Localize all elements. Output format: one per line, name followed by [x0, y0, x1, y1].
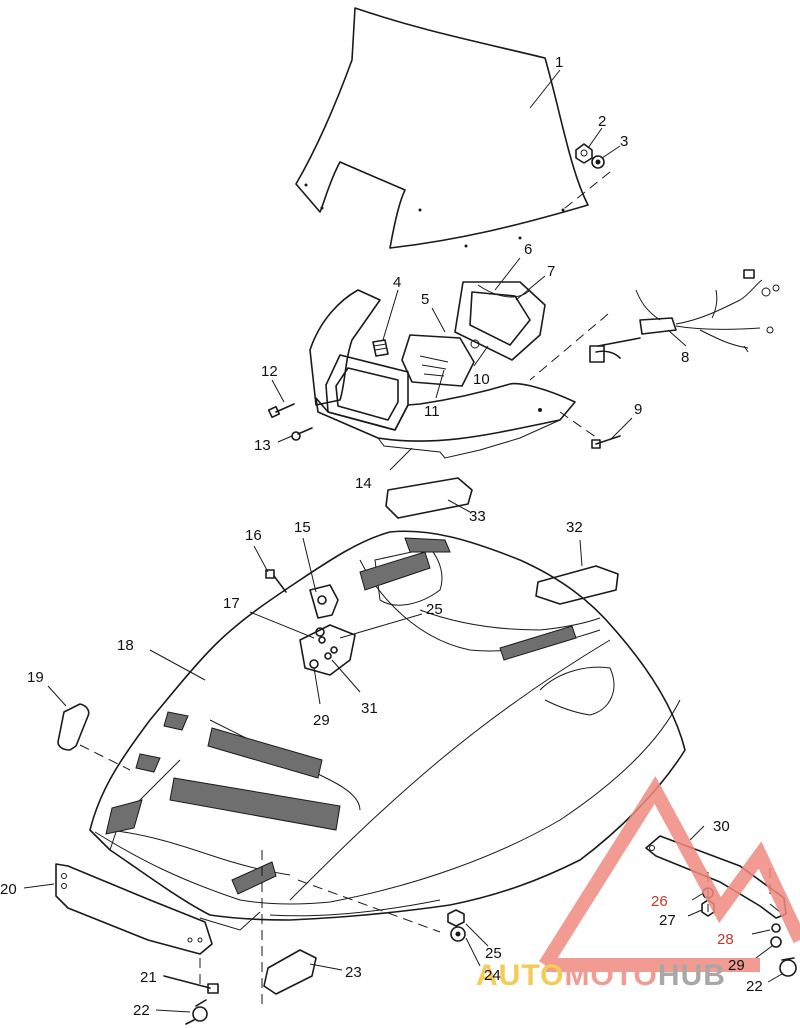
callout-28: 28: [717, 931, 734, 948]
mount-bracket: [299, 584, 356, 676]
wiring-harness: [589, 269, 780, 363]
callout-25-lower: 25: [485, 945, 502, 962]
callout-13: 13: [254, 437, 271, 454]
callout-2: 2: [598, 113, 606, 130]
headlight-spring: [372, 339, 389, 357]
callout-24: 24: [484, 967, 501, 984]
callout-31: 31: [361, 700, 378, 717]
clip-22-right: [779, 957, 797, 977]
clip-22-left: [185, 999, 208, 1025]
callout-3: 3: [620, 133, 628, 150]
callout-22-right: 22: [746, 978, 763, 995]
hood: [89, 530, 686, 931]
callout-19: 19: [27, 669, 44, 686]
hood-vent-left-lower: [105, 799, 143, 835]
washer-24: [450, 926, 466, 942]
callout-23: 23: [345, 964, 362, 981]
callout-6: 6: [524, 241, 532, 258]
callout-11: 11: [424, 403, 440, 420]
bolt-21: [163, 975, 219, 994]
headlight-bezel: [325, 354, 409, 431]
headlight-housing: [454, 281, 546, 361]
screw-9: [591, 435, 621, 449]
callout-5: 5: [421, 291, 429, 308]
callout-27: 27: [659, 912, 676, 929]
callout-30: 30: [713, 818, 730, 835]
callout-25-upper: 25: [426, 601, 443, 618]
screw-16: [265, 569, 287, 593]
callout-8: 8: [681, 349, 689, 366]
nut-29: [770, 936, 782, 948]
hood-vent-right: [499, 625, 577, 661]
watermark: AUTOMOTOHUB: [476, 776, 800, 992]
screw-12: [267, 403, 295, 419]
nut-25: [447, 909, 465, 927]
hood-vent-center-lower: [169, 777, 341, 831]
watermark-text-auto: AUTO: [476, 959, 564, 992]
callout-15: 15: [294, 519, 311, 536]
reflector-32: [535, 565, 619, 605]
callout-29-lower: 29: [728, 957, 745, 974]
hood-vent-front: [231, 861, 277, 895]
callout-33: 33: [469, 508, 486, 525]
watermark-text-hub: HUB: [658, 959, 726, 992]
callout-18: 18: [117, 637, 134, 654]
callout-29-upper: 29: [313, 712, 330, 729]
washer-28: [771, 923, 781, 933]
triangle-logo-icon: [539, 776, 800, 972]
hood-vent-upper-right: [359, 551, 431, 591]
headlight-lamp: [401, 334, 480, 387]
dash-panel: [309, 289, 576, 459]
callout-22-left: 22: [133, 1002, 150, 1019]
windshield: [295, 7, 589, 249]
hood-vent-left-upper: [163, 711, 189, 731]
callout-10: 10: [473, 371, 490, 388]
screw-13: [291, 427, 313, 441]
callout-4: 4: [393, 274, 401, 291]
reflector-33: [385, 477, 473, 519]
callout-7: 7: [547, 263, 555, 280]
reflector-23: [263, 949, 317, 995]
svg-text:AUTOMOTOHUB: AUTOMOTOHUB: [476, 959, 726, 992]
callout-1: 1: [555, 54, 563, 71]
hood-vent-center-upper: [207, 727, 323, 779]
watermark-text-moto: MOTO: [564, 959, 657, 992]
callout-20: 20: [0, 881, 17, 898]
callout-32: 32: [566, 519, 583, 536]
callout-17: 17: [223, 595, 240, 612]
callout-26: 26: [651, 893, 668, 910]
hood-vent-top: [404, 537, 451, 553]
grab-handle: [57, 703, 90, 751]
callout-12: 12: [261, 363, 278, 380]
windshield-washer: [591, 155, 605, 169]
callout-9: 9: [634, 401, 642, 418]
callout-21: 21: [140, 969, 157, 986]
windshield-nut: [575, 143, 593, 164]
hood-vent-left-mid: [135, 753, 161, 773]
callout-16: 16: [245, 527, 262, 544]
callout-14: 14: [355, 475, 372, 492]
bumper-plate: [55, 863, 213, 955]
